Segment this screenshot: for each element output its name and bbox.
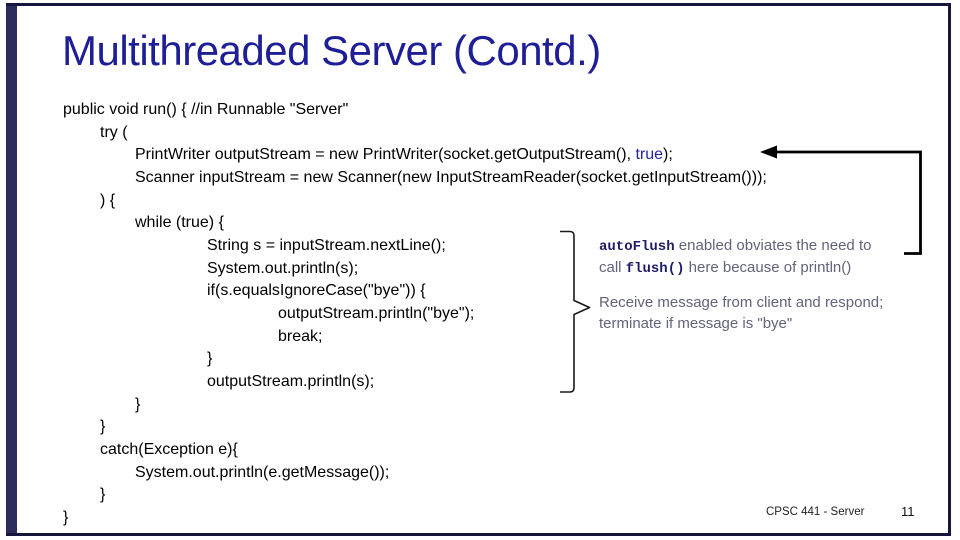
code-line: catch(Exception e){ (100, 440, 238, 458)
slide-title: Multithreaded Server (Contd.) (62, 27, 601, 74)
footer-course-label: CPSC 441 - Server (766, 506, 865, 518)
annotation-line: call flush() here because of println() (599, 258, 852, 277)
code-line: System.out.println(s); (207, 259, 359, 277)
code-line: outputStream.println("bye"); (278, 304, 475, 322)
slide-frame-right-line (948, 3, 951, 536)
annotation-autoflush: autoFlush enabled obviates the need to ca… (599, 236, 871, 279)
code-line: try ( (100, 123, 128, 141)
annotation-receive-message: Receive message from client and respond;… (599, 293, 883, 334)
code-line: ) { (100, 191, 116, 209)
code-line: public void run() { //in Runnable "Serve… (63, 101, 349, 118)
code-line: } (100, 486, 106, 504)
code-line: PrintWriter outputStream = new PrintWrit… (135, 146, 673, 164)
annotation-line: terminate if message is "bye" (599, 314, 793, 332)
slide-frame-bottom-line (6, 533, 951, 536)
slide-frame-left-bar (6, 3, 17, 536)
footer-page-number: 11 (901, 504, 915, 519)
code-line: Scanner inputStream = new Scanner(new In… (135, 168, 767, 186)
code-line: } (207, 350, 213, 368)
code-line: outputStream.println(s); (207, 372, 375, 390)
code-block: public void run() { //in Runnable "Serve… (63, 99, 767, 529)
code-line: break; (278, 327, 323, 345)
code-line: while (true) { (135, 214, 224, 232)
code-line: String s = inputStream.nextLine(); (207, 236, 446, 254)
slide-frame-top-line (6, 3, 951, 6)
annotation-line: autoFlush enabled obviates the need to (599, 237, 872, 255)
code-line: } (100, 418, 106, 436)
code-line: } (63, 508, 69, 526)
code-line: System.out.println(e.getMessage()); (135, 463, 390, 481)
code-line: if(s.equalsIgnoreCase("bye")) { (207, 282, 426, 300)
code-line: } (135, 395, 141, 413)
keyword-true: true (635, 146, 664, 164)
annotation-line: Receive message from client and respond; (599, 294, 884, 311)
